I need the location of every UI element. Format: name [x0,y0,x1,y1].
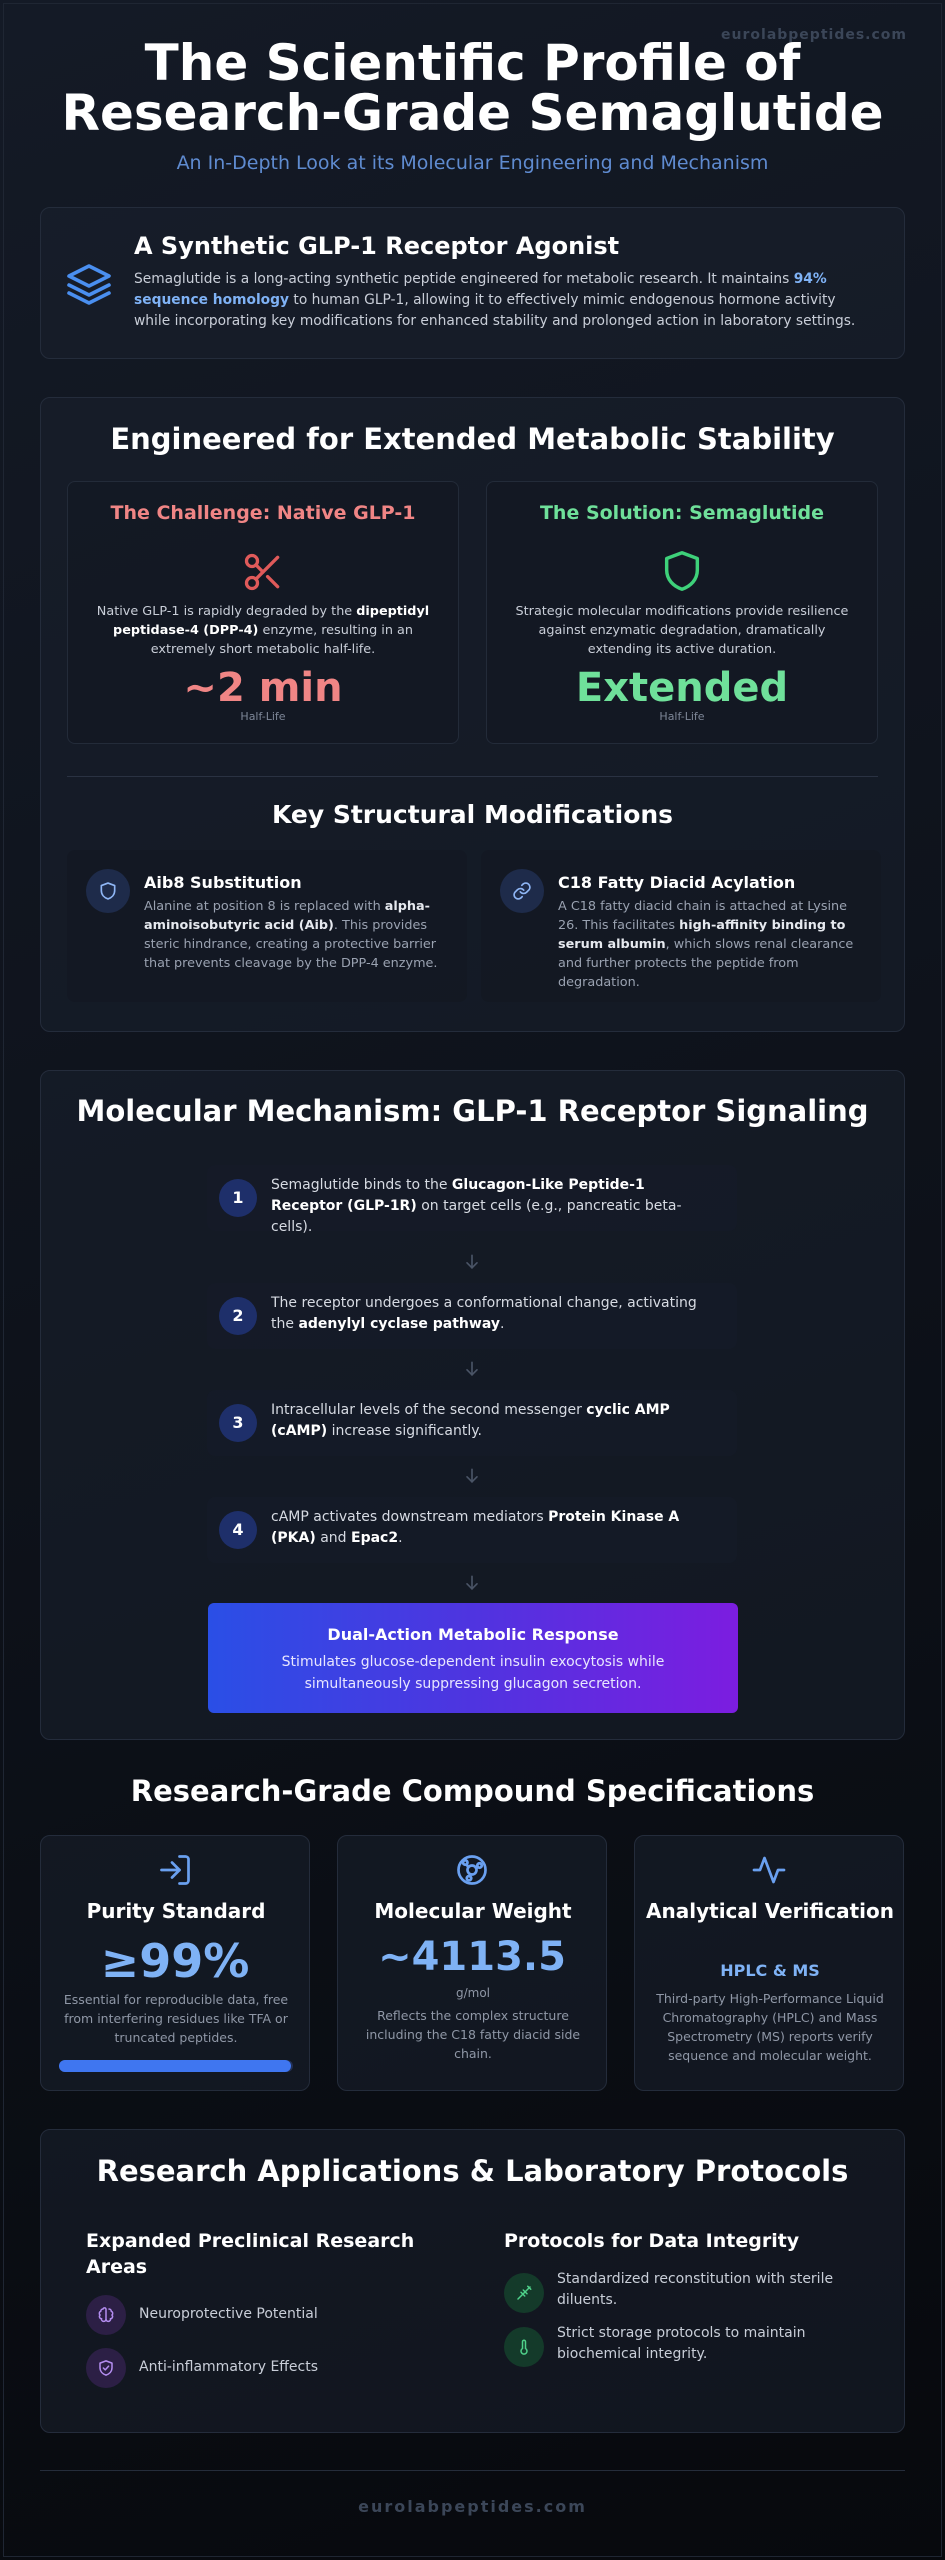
section-divider [67,776,878,777]
applications-section: Research Applications & Laboratory Proto… [40,2129,905,2433]
thermometer-icon [520,2339,528,2355]
title-line-1: The Scientific Profile of [144,34,801,92]
intro-card: A Synthetic GLP-1 Receptor Agonist Semag… [40,207,905,359]
challenge-unit: Half-Life [240,710,286,723]
modification-title: C18 Fatty Diacid Acylation [558,873,796,892]
step-number: 4 [219,1511,257,1549]
challenge-title: The Challenge: Native GLP-1 [110,502,416,524]
shield-check-icon [99,2360,113,2376]
modification-text: Alanine at position 8 is replaced with a… [144,899,438,971]
step-text: Semaglutide binds to the Glucagon-Like P… [271,1177,682,1235]
site-watermark: eurolabpeptides.com [721,27,907,43]
challenge-text: Native GLP-1 is rapidly degraded by the … [96,604,430,657]
modification-card-c18: C18 Fatty Diacid Acylation A C18 fatty d… [481,850,881,1002]
protocol-text: Standardized reconstitution with sterile… [557,2271,834,2308]
specs-title: Research-Grade Compound Specifications [130,1774,815,1808]
purity-progress-fill [59,2060,291,2072]
scissors-icon [244,553,280,591]
mechanism-step-2: 2 The receptor undergoes a conformationa… [207,1283,737,1349]
spec-title: Analytical Verification [646,1899,894,1923]
spec-title: Purity Standard [86,1899,266,1923]
mechanism-title: Molecular Mechanism: GLP-1 Receptor Sign… [76,1094,869,1128]
applications-title: Research Applications & Laboratory Proto… [96,2154,849,2188]
challenge-card: The Challenge: Native GLP-1 Native GLP-1… [67,481,459,744]
page-subtitle: An In-Depth Look at its Molecular Engine… [176,152,769,174]
title-line-2: Research-Grade Semaglutide [61,84,884,142]
spec-text: Third-party High-Performance Liquid Chro… [656,1991,884,2063]
metabolic-response-box: Dual-Action Metabolic Response Stimulate… [208,1603,738,1713]
intro-title: A Synthetic GLP-1 Receptor Agonist [134,232,620,260]
intro-text: Semaglutide is a long-acting synthetic p… [134,271,856,329]
atom-icon [457,1855,487,1885]
solution-value: Extended [575,665,789,711]
arrow-down-icon [466,1575,478,1591]
spec-text: Essential for reproducible data, free fr… [63,1992,289,2045]
spec-unit: g/mol [455,1986,491,2000]
app-icon-badge [86,2295,126,2335]
spec-value: ≥99% [100,1934,250,1988]
mechanism-step-1: 1 Semaglutide binds to the Glucagon-Like… [207,1165,737,1235]
footer-domain: eurolabpeptides.com [358,2497,587,2516]
spec-value: ~4113.5 [378,1934,566,1980]
shield-icon [100,882,116,900]
modification-card-aib8: Aib8 Substitution Alanine at position 8 … [67,850,467,1002]
hero: The Scientific Profile of Research-Grade… [0,38,945,174]
solution-unit: Half-Life [659,710,705,723]
solution-text: Strategic molecular modifications provid… [515,604,849,657]
app-icon-badge [86,2348,126,2388]
spec-title: Molecular Weight [374,1899,572,1923]
link-icon [513,882,531,900]
spec-card-weight: Molecular Weight ~4113.5 g/mol Reflects … [337,1835,607,2091]
protocols-title: Protocols for Data Integrity [504,2230,800,2252]
research-area-text: Neuroprotective Potential [139,2306,318,2322]
step-number: 1 [219,1179,257,1217]
mechanism-step-3: 3 Intracellular levels of the second mes… [207,1390,737,1456]
modification-text: A C18 fatty diacid chain is attached at … [558,899,854,990]
layers-icon [67,264,111,305]
modifications-title: Key Structural Modifications [271,800,674,829]
spec-card-verification: Analytical Verification HPLC & MS Third-… [634,1835,904,2091]
shield-icon [664,551,700,591]
sign-in-icon [160,1855,190,1885]
pulse-icon [752,1856,786,1884]
mechanism-step-4: 4 cAMP activates downstream mediators Pr… [207,1497,737,1563]
research-area-text: Anti-inflammatory Effects [139,2359,319,2375]
challenge-value: ~2 min [183,665,343,711]
step-text: The receptor undergoes a conformational … [271,1295,697,1332]
spec-value: HPLC & MS [720,1961,820,1980]
app-icon-badge [504,2273,544,2313]
step-text: Intracellular levels of the second messe… [271,1402,670,1439]
arrow-down-icon [466,1468,478,1484]
protocol-text: Strict storage protocols to maintain bio… [557,2325,806,2362]
spec-text: Reflects the complex structure including… [365,2008,581,2061]
solution-title: The Solution: Semaglutide [539,502,825,524]
purity-progress-bar [59,2060,293,2072]
app-icon-badge [504,2327,544,2367]
arrow-down-icon [466,1254,478,1270]
research-areas-title: Expanded Preclinical Research Areas [86,2230,415,2278]
step-number: 2 [219,1297,257,1335]
footer-divider [40,2470,905,2471]
stability-title: Engineered for Extended Metabolic Stabil… [110,422,835,456]
modification-icon-badge [500,869,544,913]
arrow-down-icon [466,1361,478,1377]
modification-title: Aib8 Substitution [144,873,302,892]
syringe-icon [517,2285,532,2300]
response-text: Stimulates glucose-dependent insulin exo… [281,1654,665,1692]
solution-card: The Solution: Semaglutide Strategic mole… [486,481,878,744]
step-text: cAMP activates downstream mediators Prot… [271,1509,680,1546]
page-title: The Scientific Profile of Research-Grade… [0,38,945,138]
homology-highlight: 94% sequence homology [134,271,827,308]
step-number: 3 [219,1404,257,1442]
response-title: Dual-Action Metabolic Response [327,1625,619,1644]
brain-icon [98,2307,114,2323]
spec-card-purity: Purity Standard ≥99% Essential for repro… [40,1835,310,2091]
stability-section: Engineered for Extended Metabolic Stabil… [40,397,905,1032]
modification-icon-badge [86,869,130,913]
